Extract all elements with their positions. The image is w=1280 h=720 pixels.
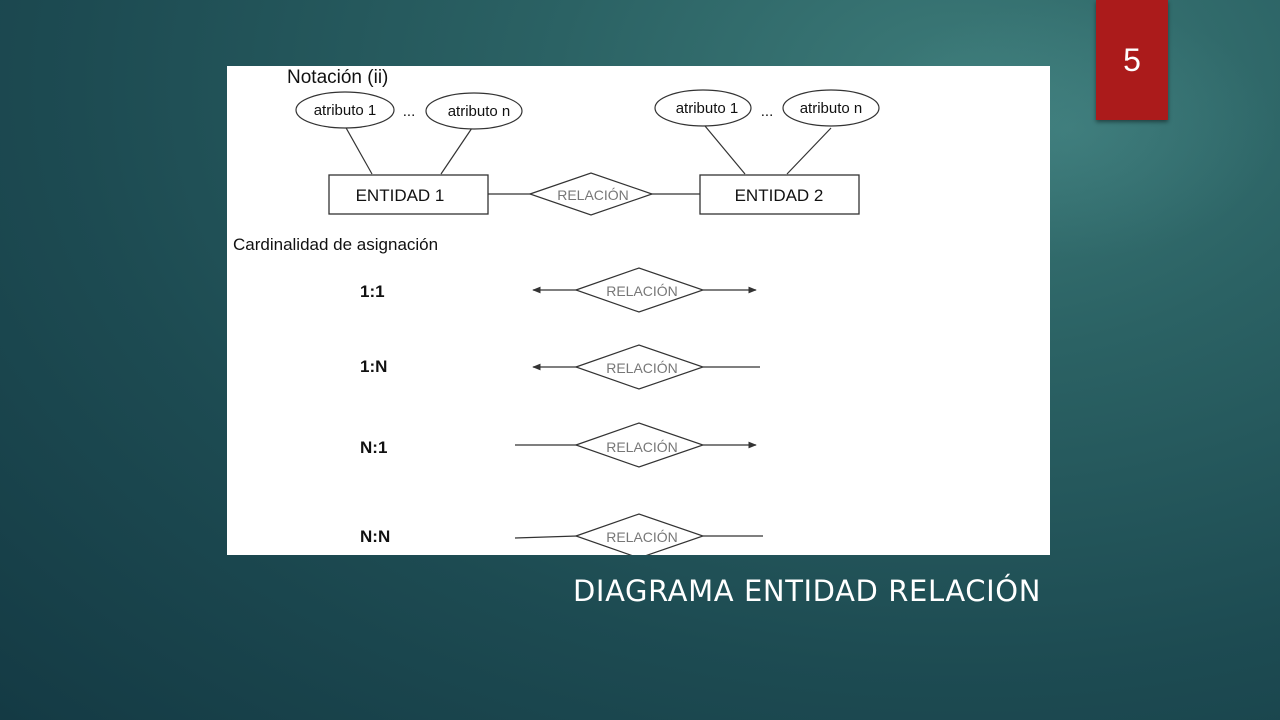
attribute-label: atributo n — [448, 103, 511, 120]
relationship-label: RELACIÓN — [557, 187, 629, 203]
relationship-label: RELACIÓN — [606, 360, 678, 376]
relationship-diamond — [574, 344, 705, 390]
left-line — [514, 535, 578, 539]
er-diagram-figure: Notación (ii) atributo 1 ... atributo n … — [227, 66, 1050, 555]
notation-heading: Notación (ii) — [287, 67, 388, 88]
relationship-diamond — [574, 267, 705, 313]
relationship-diamond — [574, 422, 705, 468]
cardinality-label: N:N — [360, 527, 390, 546]
cardinality-label: N:1 — [360, 438, 387, 457]
attribute-label: atributo 1 — [314, 102, 377, 119]
attribute-connector — [786, 127, 832, 175]
relationship-label: RELACIÓN — [606, 439, 678, 455]
entity-box — [699, 174, 860, 215]
attribute-ellipsis: ... — [403, 103, 416, 120]
attribute-connector — [704, 125, 746, 175]
cardinality-label: 1:1 — [360, 282, 385, 301]
page-number: 5 — [1123, 41, 1141, 78]
entity-box — [328, 174, 489, 215]
relationship-diamond — [574, 513, 705, 555]
attribute-label: atributo n — [800, 100, 863, 117]
cardinality-label: 1:N — [360, 357, 387, 376]
attribute-ellipse — [425, 92, 523, 130]
relationship-label: RELACIÓN — [606, 283, 678, 299]
attribute-ellipsis: ... — [761, 103, 774, 120]
relationship-label: RELACIÓN — [606, 529, 678, 545]
relationship-diamond — [528, 172, 654, 216]
cardinality-heading: Cardinalidad de asignación — [233, 235, 438, 254]
entity-label: ENTIDAD 2 — [735, 186, 824, 205]
page-number-badge: 5 — [1096, 0, 1168, 120]
attribute-ellipse — [782, 89, 880, 127]
er-diagram: Notación (ii) atributo 1 ... atributo n … — [233, 67, 880, 555]
attribute-label: atributo 1 — [676, 100, 739, 117]
attribute-ellipse — [295, 91, 395, 129]
attribute-connector — [344, 125, 373, 175]
attribute-connector — [440, 127, 473, 175]
attribute-ellipse — [654, 89, 752, 127]
entity-label: ENTIDAD 1 — [356, 186, 445, 205]
slide-title: DIAGRAMA ENTIDAD RELACIÓN — [573, 574, 1042, 608]
